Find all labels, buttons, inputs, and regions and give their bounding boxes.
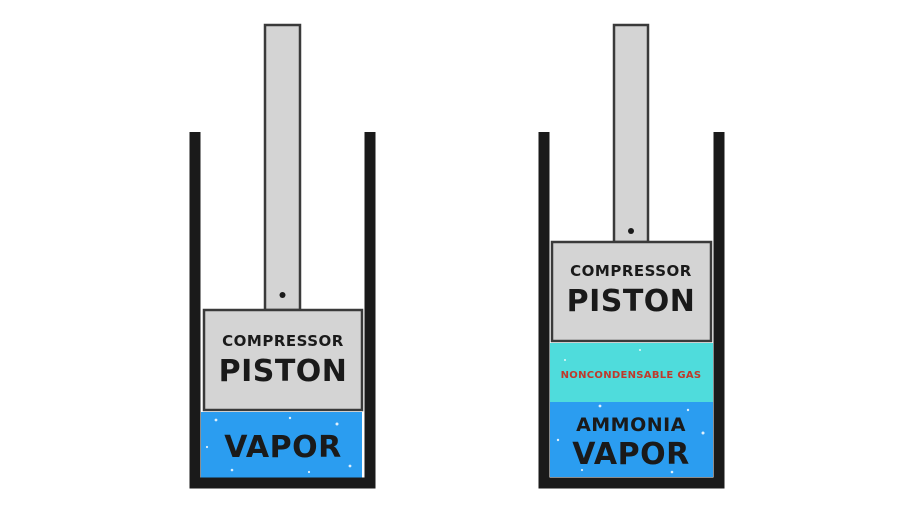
right-cylinder: COMPRESSOR PISTON NONCONDENSABLE GAS AMM… xyxy=(538,23,725,489)
right-cylinder-wall xyxy=(538,132,725,489)
left-cylinder: COMPRESSOR PISTON VAPOR xyxy=(189,23,376,489)
left-piston-head xyxy=(202,308,364,412)
right-piston-label-line2: PISTON xyxy=(567,284,696,319)
left-piston-label-line2: PISTON xyxy=(219,354,348,389)
right-rod-pin xyxy=(628,228,634,234)
left-cylinder-wall xyxy=(189,132,376,489)
left-vapor-label: VAPOR xyxy=(224,430,342,465)
right-gas-label: NONCONDENSABLE GAS xyxy=(561,370,702,381)
left-vapor-bubbles xyxy=(205,416,352,474)
right-vapor-bubbles xyxy=(556,349,705,474)
right-piston-rod xyxy=(612,23,650,244)
right-vapor-label-line2: VAPOR xyxy=(572,437,690,472)
right-vapor-region xyxy=(550,402,713,477)
left-vapor-region xyxy=(201,412,362,478)
right-piston-head xyxy=(550,240,713,343)
right-noncondensable-gas-region xyxy=(550,343,713,402)
right-piston-label-line1: COMPRESSOR xyxy=(570,262,692,280)
left-piston-rod xyxy=(263,23,302,312)
right-vapor-label-line1: AMMONIA xyxy=(576,414,686,436)
left-piston-label-line1: COMPRESSOR xyxy=(222,332,344,350)
left-rod-pin xyxy=(279,292,286,298)
